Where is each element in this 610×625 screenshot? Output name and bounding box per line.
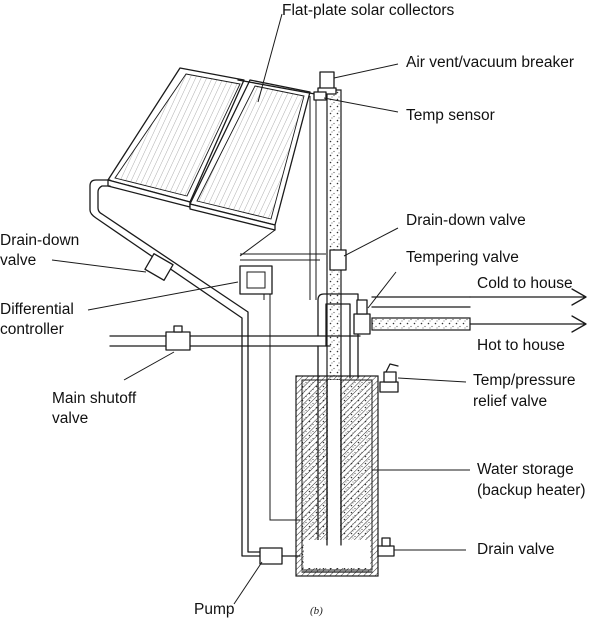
differential-controller bbox=[239, 265, 273, 295]
label-water-storage-1: Water storage bbox=[477, 461, 574, 478]
collector-supply-pipe bbox=[89, 179, 263, 557]
collector-header-pipe bbox=[237, 79, 327, 97]
hot-to-house-pipe bbox=[371, 317, 471, 331]
cold-arrow bbox=[469, 288, 587, 306]
label-differential-1: Differential bbox=[0, 301, 74, 318]
pump bbox=[259, 547, 301, 565]
solar-collector-left bbox=[107, 67, 245, 208]
label-air-vent: Air vent/vacuum breaker bbox=[406, 54, 574, 71]
label-solar-collectors: Flat-plate solar collectors bbox=[282, 2, 455, 19]
air-vent-vacuum-breaker bbox=[317, 71, 337, 95]
label-main-shutoff-2: valve bbox=[52, 410, 89, 427]
cold-inlet-pipe bbox=[317, 293, 359, 379]
tempering-valve bbox=[353, 299, 371, 335]
main-shutoff-valve bbox=[165, 325, 191, 351]
drain-down-valve-top bbox=[329, 249, 347, 271]
collector-wire bbox=[239, 229, 276, 257]
collector-supply-pipe-inner bbox=[97, 185, 263, 553]
label-temp-pressure-2: relief valve bbox=[473, 393, 548, 410]
cold-inlet-pipe-inner bbox=[325, 303, 351, 379]
temp-pressure-relief-valve bbox=[379, 363, 399, 393]
leader-lines bbox=[51, 13, 470, 605]
solar-collector-right bbox=[189, 79, 311, 231]
figure-caption: (b) bbox=[310, 605, 323, 617]
controller-link bbox=[240, 253, 326, 261]
drain-valve bbox=[377, 537, 395, 557]
label-tempering-valve: Tempering valve bbox=[406, 249, 519, 266]
label-drain-down-valve-left-2: valve bbox=[0, 252, 37, 269]
label-hot-to-house: Hot to house bbox=[477, 337, 565, 354]
label-water-storage-2: (backup heater) bbox=[477, 482, 586, 499]
hot-arrow bbox=[469, 315, 587, 333]
label-pump: Pump bbox=[194, 601, 235, 618]
temp-sensor bbox=[313, 91, 327, 101]
label-main-shutoff-1: Main shutoff bbox=[52, 390, 137, 407]
label-temp-sensor: Temp sensor bbox=[406, 107, 495, 124]
label-differential-2: controller bbox=[0, 321, 64, 338]
cold-to-house-pipe bbox=[371, 296, 471, 308]
label-drain-valve: Drain valve bbox=[477, 541, 555, 558]
label-cold-to-house: Cold to house bbox=[477, 275, 573, 292]
label-drain-down-valve-left-1: Drain-down bbox=[0, 232, 80, 249]
label-temp-pressure-1: Temp/pressure bbox=[473, 372, 576, 389]
label-drain-down-valve-top: Drain-down valve bbox=[406, 212, 526, 229]
drain-down-valve-left bbox=[144, 253, 174, 281]
controller-wire bbox=[269, 268, 300, 521]
